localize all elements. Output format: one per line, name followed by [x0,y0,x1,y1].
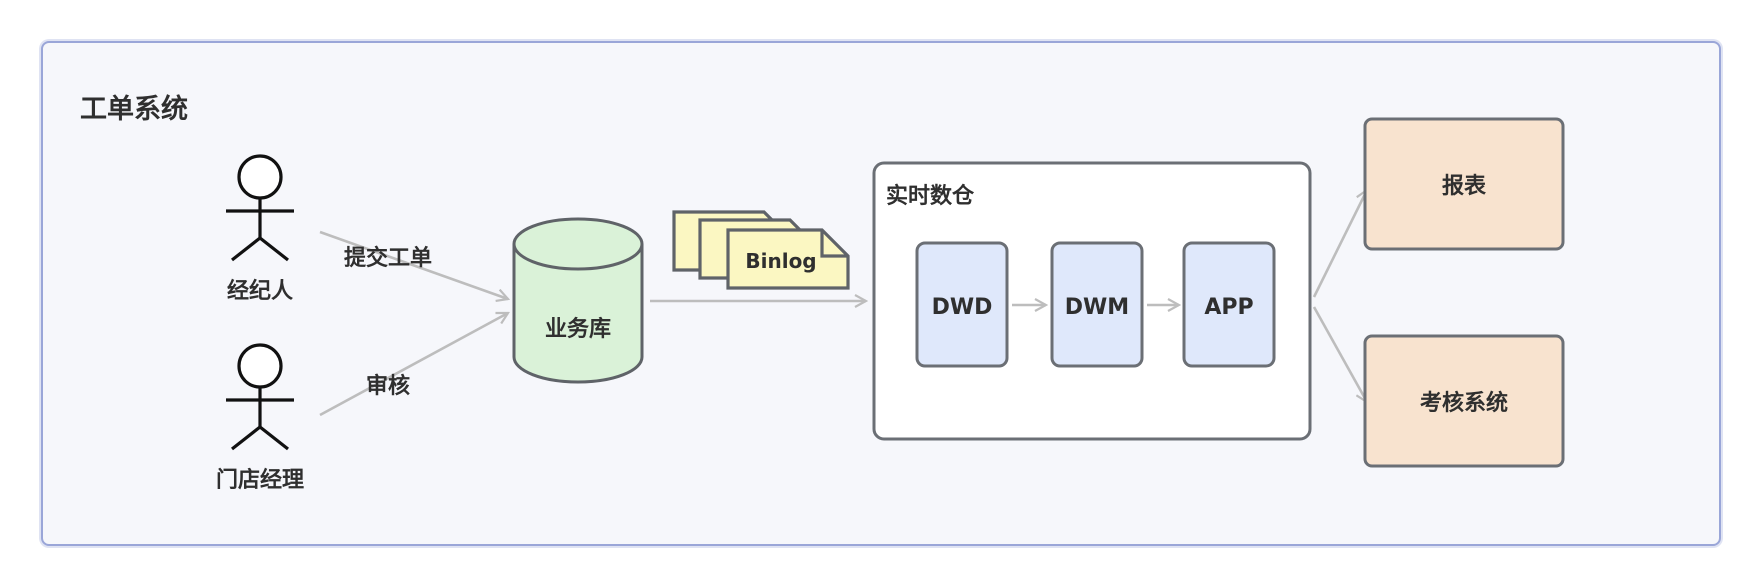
actor-broker-icon [226,154,294,262]
output-assessment-box [1363,334,1565,468]
stage-dwd-label: DWD [932,295,993,320]
warehouse-title: 实时数仓 [886,183,975,209]
edge-submit-arrow [319,230,508,299]
output-report-label: 报表 [1442,174,1487,199]
actor-broker-label: 经纪人 [227,278,293,304]
actor-store-manager-icon [226,343,294,451]
stage-app-box [1182,241,1276,368]
edge-review-arrow [319,311,508,417]
diagram-title: 工单系统 [80,93,188,125]
stage-dwm-box [1050,241,1144,368]
database-cylinder-icon [512,217,644,384]
output-assessment-label: 考核系统 [1420,390,1508,416]
stage-app-label: APP [1204,295,1253,320]
stage-dwm-label: DWM [1065,295,1129,320]
edge-review-label: 审核 [366,373,410,399]
edge-submit-label: 提交工单 [344,245,432,271]
stage-dwd-box [915,241,1009,368]
edge-to-report-arrow [1312,190,1367,298]
database-label: 业务库 [545,317,611,342]
edge-to-assessment-arrow [1312,306,1369,402]
output-report-box [1363,117,1565,251]
binlog-label: Binlog [745,249,816,273]
binlog-documents-icon [672,210,850,290]
actor-store-manager-label: 门店经理 [216,467,304,493]
